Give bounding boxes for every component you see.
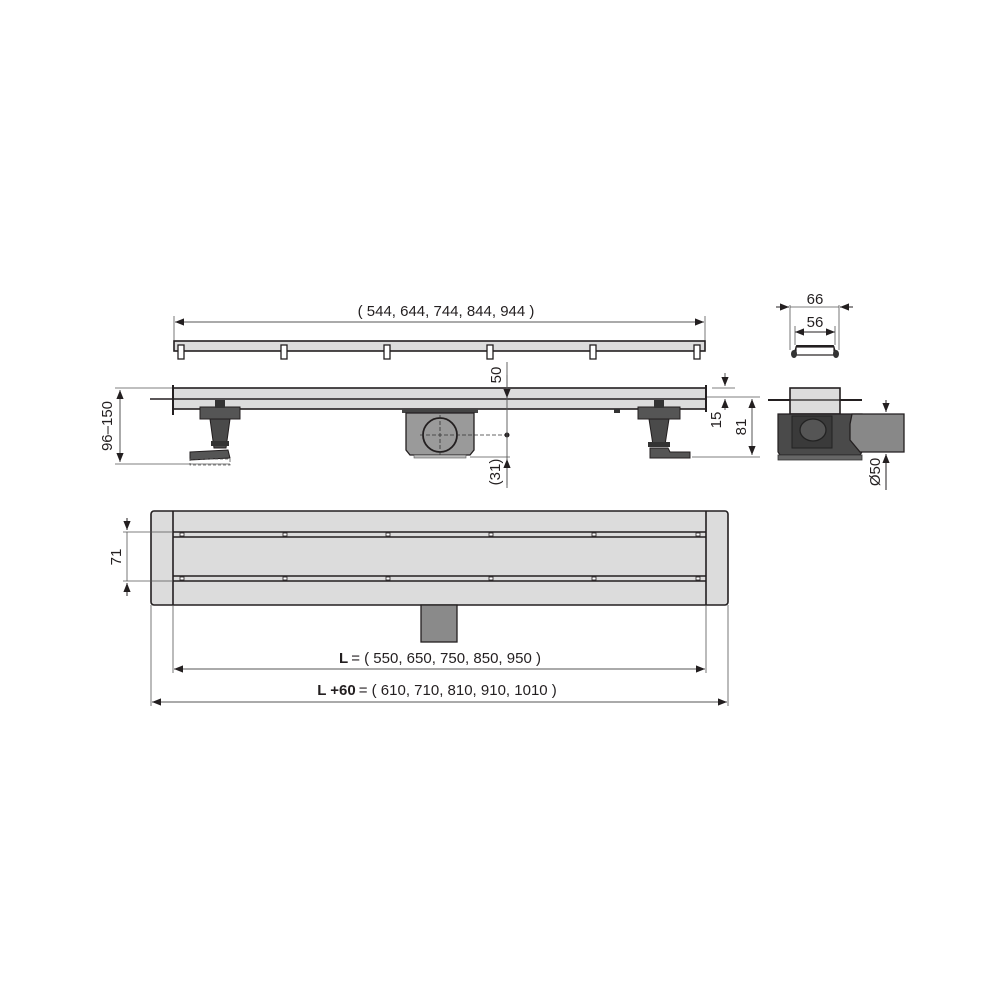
drain-side-view: 96–150 50 ( <box>99 362 760 488</box>
drain-end-view: Ø50 <box>768 387 905 490</box>
grate-clips <box>177 344 701 360</box>
total-depth-label: 81 <box>733 419 750 436</box>
height-range-label: 96–150 <box>99 401 116 451</box>
grate-length-label: ( 544, 644, 744, 844, 944 ) <box>358 303 535 320</box>
right-adjustable-foot <box>637 400 691 459</box>
grate-height-label: 50 <box>488 367 505 384</box>
total-length-label: L +60= ( 610, 710, 810, 910, 1010 ) <box>317 682 557 699</box>
left-adjustable-foot <box>189 400 241 466</box>
outlet-pipe <box>849 413 905 453</box>
plan-frame <box>150 510 729 606</box>
frame-height-label: 15 <box>708 412 725 429</box>
plan-outlet <box>420 604 458 643</box>
outlet-box <box>402 409 510 459</box>
grate-cross-section: 66 56 <box>776 291 853 358</box>
grate-bar <box>173 340 706 352</box>
inner-width-label: 56 <box>807 314 824 331</box>
outlet-offset-label: (31) <box>487 459 504 486</box>
drain-plan-view: 71 L= ( 550, 650, 750, 850, 950 ) L +60=… <box>108 510 729 706</box>
width-label: 71 <box>108 549 125 566</box>
outlet-diameter-label: Ø50 <box>867 458 884 486</box>
length-label: L= ( 550, 650, 750, 850, 950 ) <box>339 650 541 667</box>
grate-top-view: ( 544, 644, 744, 844, 944 ) <box>173 303 706 360</box>
outer-width-label: 66 <box>807 291 824 308</box>
